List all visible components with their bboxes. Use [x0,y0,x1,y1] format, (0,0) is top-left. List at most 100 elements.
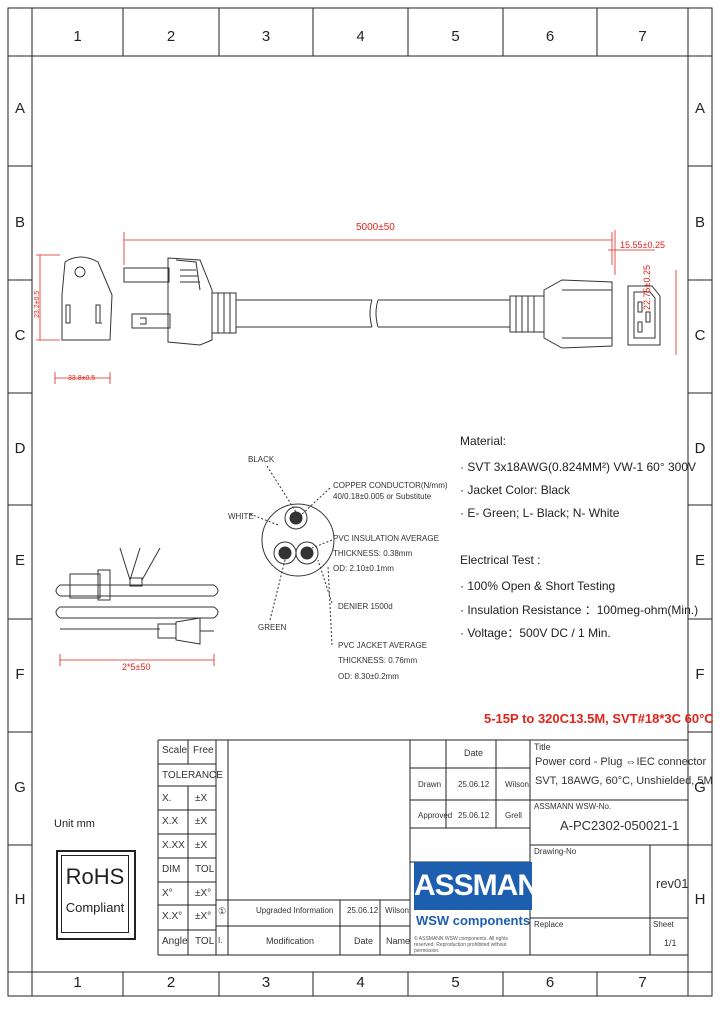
col-header-3: 3 [261,28,271,45]
material-line-3: · E- Green; L- Black; N- White [460,506,620,520]
row-header-h: H [14,891,26,908]
tb-date-label: Date [464,748,484,758]
tb-drawn-label: Drawn [418,780,442,789]
electrical-line-2: · Insulation Resistance ：100meg-ohm(Min.… [460,603,699,617]
outer-frame [7,7,713,997]
tb-title-line-1: Power cord - Plug ⇔IEC connector [535,756,707,768]
tb-idx-label: I. [218,936,223,945]
tb-tolerance: TOLERANCE [162,770,223,781]
label-denier: DENIER 1500d [338,602,393,611]
tb-tol-val: ±X° [195,888,212,899]
label-white: WHITE [228,512,254,521]
row-header-right-b: B [694,214,705,231]
tb-name-col-label: Name [386,936,411,946]
row-header-b: B [14,214,25,231]
col-footer-4: 4 [356,974,365,991]
dim-connector-height: 22.75±0.25 [642,265,652,310]
dim-plug-width: 33.8±0.5 [68,375,96,382]
rohs-badge: RoHS Compliant [56,850,136,940]
tb-approved-label: Approved [418,811,453,820]
label-pvc-ins-od: OD: 2.10±0.1mm [333,564,394,573]
rohs-subtitle: Compliant [65,900,125,915]
tb-tol-key: DIM [162,864,181,875]
tb-tol-val: ±X° [195,911,212,922]
material-title: Material: [460,434,507,448]
row-header-e: E [14,552,25,569]
tb-sheet-label: Sheet [653,920,674,929]
tb-copyright: © ASSMANN WSW components. All rights res… [414,936,508,954]
material-line-1: · SVT 3x18AWG(0.824MM²) VW-1 60° 300V [460,460,696,474]
tb-modification-label: Modification [266,936,315,946]
tb-part-number: A-PC2302-050021-1 [560,818,680,833]
row-header-d: D [14,440,26,457]
col-header-5: 5 [451,28,460,45]
dim-length: 5000±50 [356,222,395,233]
label-pvc-jacket-title: PVC JACKET AVERAGE [338,641,428,650]
row-header-right-c: C [694,327,706,344]
dim-coil-length: 2*5±50 [122,662,151,672]
logo-wordmark: ASSMANN [414,862,560,910]
tb-revision: rev01 [656,876,689,891]
col-footer-7: 7 [638,974,647,991]
electrical-line-3: · Voltage：500V DC / 1 Min. [460,626,611,640]
unit-label: Unit mm [54,818,95,830]
tb-mod-name: Wilson [385,906,410,915]
label-pvc-jacket-thick: THICKNESS: 0.76mm [338,656,418,665]
tb-mod-date: 25.06.12 [347,906,379,915]
col-header-1: 1 [73,28,82,45]
title-block-grid [157,739,688,956]
row-header-right-d: D [694,440,706,457]
tb-tol-val: ±X [195,793,208,804]
tb-approved-name: Grell [505,811,522,820]
tb-tol-val: TOL [195,936,215,947]
tb-tol-key: X. [162,793,172,804]
electrical-title: Electrical Test : [460,553,541,567]
cable-cross-section [249,465,335,646]
tb-assmann-no-label: ASSMANN WSW-No. [534,802,612,811]
coiled-cable-view [55,547,219,645]
label-black: BLACK [248,455,275,464]
row-header-right-g: G [694,779,706,796]
tb-replace-label: Replace [534,920,564,929]
row-header-c: C [14,327,26,344]
col-header-2: 2 [166,28,176,45]
product-headline: 5-15P to 320C13.5M, SVT#18*3C 60°C [484,711,714,726]
tb-sheet-value: 1/1 [664,938,677,948]
plug-cable-side-view [123,257,661,349]
label-copper-value: 40/0.18±0.005 or Substitute [333,492,432,501]
logo-tagline: WSW components [415,913,531,928]
tb-scale-value: Free [193,745,214,756]
tb-mod-text: Upgraded Information [256,906,334,915]
tb-tol-val: ±X [195,840,208,851]
row-header-right-e: E [694,552,705,569]
tb-tol-key: X.XX [162,840,185,851]
row-header-g: G [14,779,26,796]
label-copper-title: COPPER CONDUCTOR(N/mm) [333,481,448,490]
label-pvc-ins-title: PVC INSULATION AVERAGE [333,534,439,543]
rohs-title: RoHS [65,864,125,889]
tb-title-label: Title [534,742,551,752]
row-header-right-h: H [694,891,706,908]
tb-rev-marker: ① [218,906,227,916]
dim-plug-height: 23.2±0.5 [34,290,41,318]
label-pvc-jacket-od: OD: 8.30±0.2mm [338,672,399,681]
col-footer-3: 3 [261,974,271,991]
tb-tol-key: X.X [162,816,179,827]
col-header-6: 6 [545,28,555,45]
material-line-2: · Jacket Color: Black [460,483,571,497]
tb-drawn-name: Wilson [505,780,530,789]
plug-face-view [61,256,113,341]
row-header-a: A [14,100,25,117]
col-footer-2: 2 [166,974,176,991]
dim-connector-width: 15.55±0.25 [620,240,665,250]
col-footer-6: 6 [545,974,555,991]
tb-tol-val: ±X [195,816,208,827]
row-header-right-a: A [694,100,705,117]
tb-date-col-label: Date [354,936,374,946]
tb-drawing-no-label: Drawing-No [534,847,577,856]
tb-title-line-2: SVT, 18AWG, 60°C, Unshielded, 5M [535,775,713,787]
col-header-7: 7 [638,28,647,45]
tb-tol-key: X° [162,888,173,899]
col-footer-5: 5 [451,974,460,991]
tb-tol-val: TOL [195,864,215,875]
